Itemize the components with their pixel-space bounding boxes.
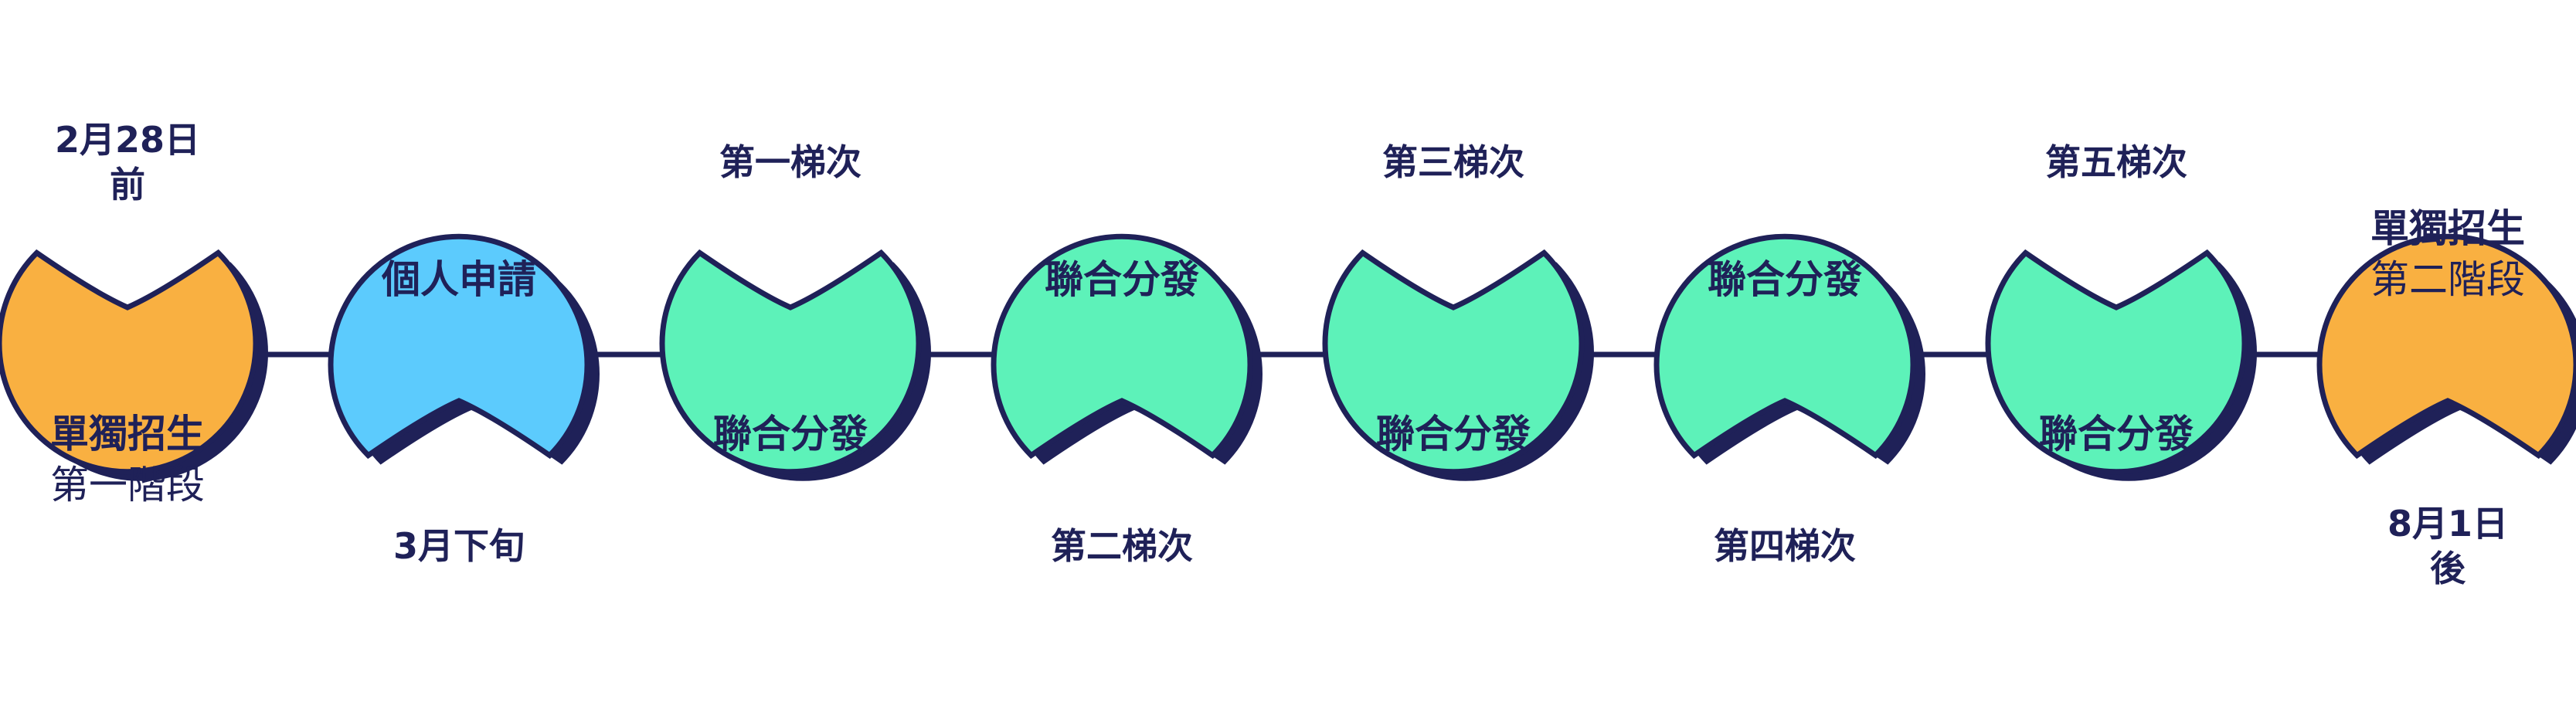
stage-label: 聯合分發	[713, 412, 868, 456]
bubble-text: 後	[2430, 548, 2466, 589]
bubble-text: 8月1日	[2387, 503, 2508, 544]
bubble-text: 第二梯次	[1051, 525, 1193, 567]
stage-label: 單獨招生	[2370, 206, 2525, 251]
bubble-shape	[0, 249, 259, 475]
bubble-shape	[2316, 233, 2576, 460]
stage-label: 聯合分發	[2039, 412, 2194, 456]
bubble-shape	[1322, 249, 1585, 475]
bubble-shape	[659, 249, 922, 475]
bubble-text: 第三梯次	[1382, 141, 1524, 183]
bubble-shape	[1653, 233, 1916, 460]
stage-label: 聯合分發	[1376, 412, 1531, 456]
stage-label: 個人申請	[381, 257, 536, 302]
date-bubble: 第一梯次	[659, 141, 931, 481]
stage-label: 聯合分發	[1708, 257, 1862, 302]
date-bubble: 第五梯次	[1985, 141, 2257, 481]
stage-label: 第二階段	[2370, 257, 2525, 302]
bubble-text: 第一梯次	[719, 141, 861, 183]
bubble-text: 第五梯次	[2045, 141, 2187, 183]
bubble-text: 2月28日	[55, 119, 200, 161]
date-bubble: 第三梯次	[1322, 141, 1594, 481]
date-bubble: 第四梯次	[1653, 233, 1925, 567]
timeline-nodes: 2月28日前單獨招生第一階段3月下旬個人申請第一梯次聯合分發第二梯次聯合分發第三…	[0, 119, 2576, 589]
timeline-node: 3月下旬 個人申請	[328, 233, 600, 567]
bubble-shape	[991, 233, 1253, 460]
stage-label: 聯合分發	[1045, 257, 1199, 302]
bubble-text: 前	[110, 164, 145, 205]
bubble-shape	[1985, 249, 2248, 475]
date-bubble: 第二梯次	[991, 233, 1263, 567]
bubble-text: 3月下旬	[393, 525, 525, 567]
stage-label: 第一階段	[50, 463, 205, 507]
stage-label: 單獨招生	[50, 412, 205, 456]
bubble-text: 第四梯次	[1714, 525, 1856, 567]
bubble-shape	[328, 233, 590, 460]
date-bubble: 3月下旬	[328, 233, 600, 567]
